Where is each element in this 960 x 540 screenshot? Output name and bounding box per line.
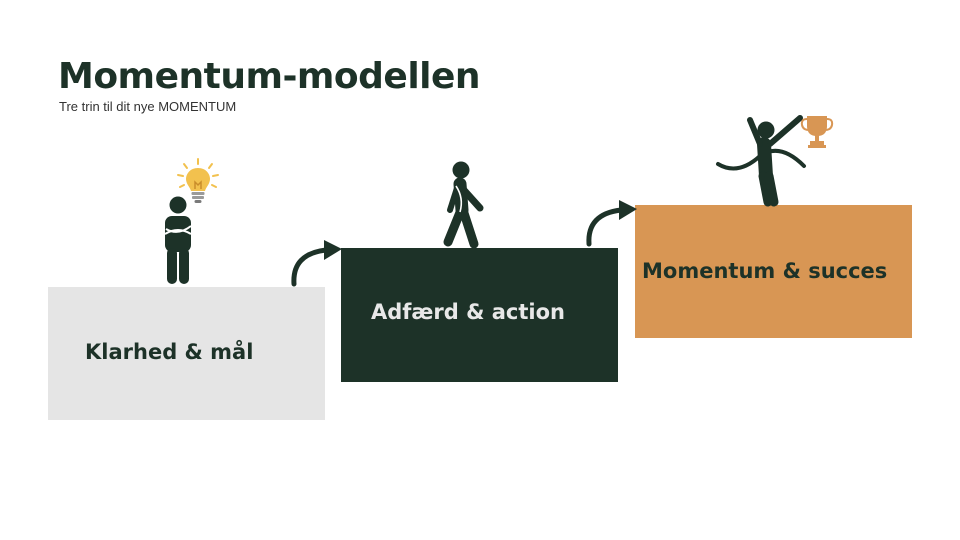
- lightbulb-icon: [177, 158, 219, 203]
- step-label-clarity: Klarhed & mål: [85, 340, 254, 364]
- trophy-icon: [800, 116, 834, 148]
- step-box-success: Momentum & succes: [635, 205, 912, 338]
- step-box-clarity: Klarhed & mål: [48, 287, 325, 420]
- person-arms-crossed-icon: [164, 196, 192, 284]
- step-label-success: Momentum & succes: [642, 259, 888, 283]
- step-label-action: Adfærd & action: [371, 300, 565, 324]
- curved-arrow-icon: [586, 200, 637, 247]
- slide-title: Momentum-modellen: [58, 56, 481, 97]
- winner-finish-line-icon: [716, 115, 806, 207]
- slide-subtitle: Tre trin til dit nye MOMENTUM: [59, 99, 237, 114]
- curved-arrow-icon: [291, 240, 342, 287]
- step-box-action: Adfærd & action: [341, 248, 618, 382]
- walking-person-icon: [443, 161, 484, 249]
